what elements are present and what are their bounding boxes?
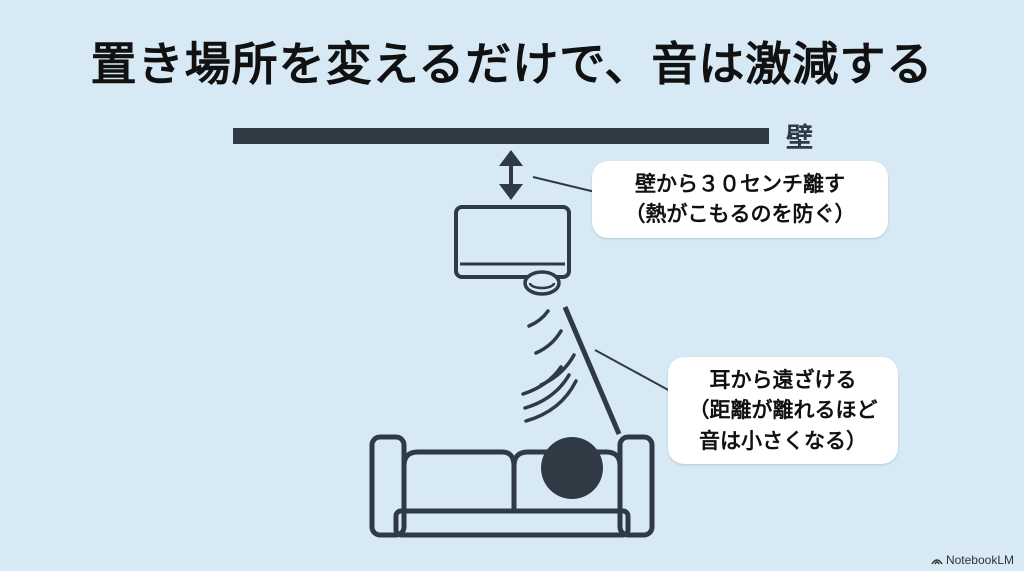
ear-distance-line xyxy=(562,306,622,435)
sofa-icon xyxy=(369,434,655,538)
callout-2-pointer xyxy=(594,349,673,393)
brand-name: NotebookLM xyxy=(945,553,1014,567)
brand-watermark: NotebookLM xyxy=(931,553,1014,567)
air-conditioner-unit-icon xyxy=(454,205,571,296)
page-title: 置き場所を変えるだけで、音は激減する xyxy=(90,37,934,91)
callout-1-line-1: 壁から３０センチ離す xyxy=(635,172,845,196)
callout-away-from-ears: 耳から遠ざける （距離が離れるほど 音は小さくなる） xyxy=(668,357,898,465)
callout-2-line-3: 音は小さくなる） xyxy=(699,428,867,453)
callout-2-line-2: （距離が離れるほど xyxy=(688,398,878,423)
sound-waves-icon xyxy=(521,309,578,423)
wall-label: 壁 xyxy=(786,123,813,154)
person-head-icon xyxy=(541,437,603,499)
callout-1-line-2: （熱がこもるのを防ぐ） xyxy=(624,202,856,227)
wall-bar xyxy=(233,128,769,144)
callout-2-line-1: 耳から遠ざける xyxy=(709,368,857,392)
callout-distance-from-wall: 壁から３０センチ離す （熱がこもるのを防ぐ） xyxy=(592,161,888,238)
distance-arrow-icon xyxy=(499,150,523,200)
notebooklm-logo-icon xyxy=(931,559,943,565)
